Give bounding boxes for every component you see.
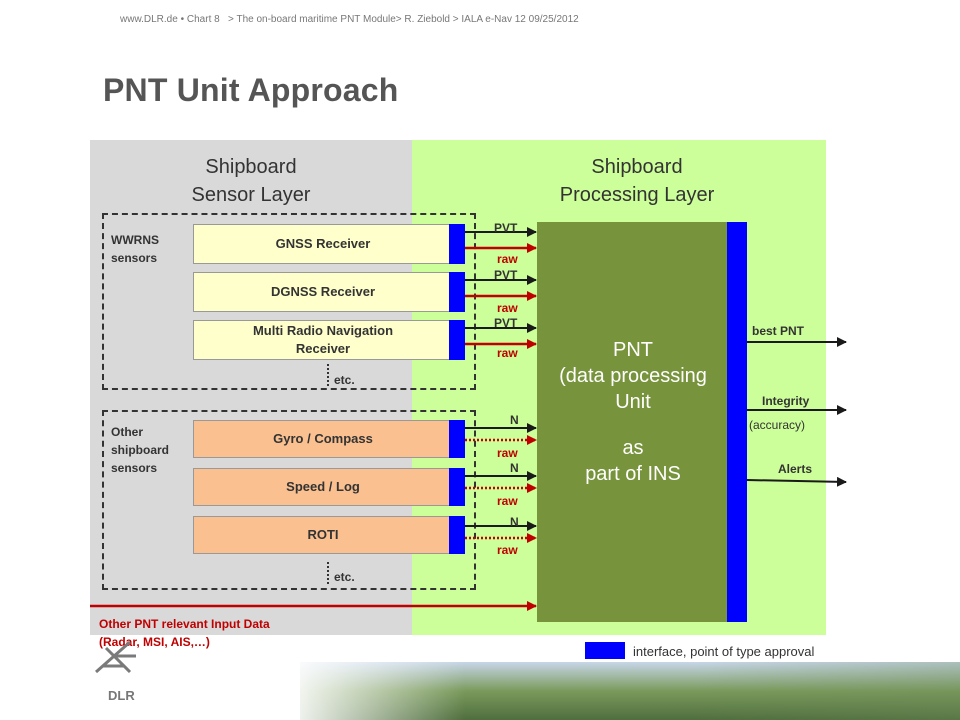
interface-marker bbox=[449, 420, 465, 458]
raw-label: raw bbox=[497, 494, 518, 508]
sensor-label-line2: Receiver bbox=[295, 341, 351, 356]
raw-label: raw bbox=[497, 301, 518, 315]
sensor-gyro-compass: Gyro / Compass bbox=[193, 420, 465, 458]
wwrns-etc-label: etc. bbox=[334, 373, 355, 387]
legend-label: interface, point of type approval bbox=[633, 644, 815, 659]
n-label: N bbox=[510, 461, 519, 475]
other-input-line1: Other PNT relevant Input Data bbox=[99, 617, 270, 631]
alerts-label: Alerts bbox=[778, 462, 813, 476]
processing-layer-title-line1: Shipboard bbox=[591, 156, 683, 178]
sensor-layer-title: Shipboard Sensor Layer bbox=[90, 153, 412, 209]
interface-marker bbox=[449, 272, 465, 312]
processing-layer-title: Shipboard Processing Layer bbox=[430, 153, 844, 209]
interface-marker bbox=[449, 468, 465, 506]
pnt-unit-box bbox=[537, 222, 729, 622]
header-breadcrumb: > The on-board maritime PNT Module> R. Z… bbox=[228, 14, 579, 25]
pnt-line1: PNT bbox=[613, 339, 653, 361]
best-pnt-label: best PNT bbox=[752, 324, 805, 338]
pnt-line2: (data processing bbox=[559, 365, 707, 387]
sensor-layer-title-line1: Shipboard bbox=[205, 156, 297, 178]
sensor-speed-log: Speed / Log bbox=[193, 468, 465, 506]
sensor-label: DGNSS Receiver bbox=[270, 284, 376, 299]
n-label: N bbox=[510, 413, 519, 427]
other-label-line1: Other bbox=[111, 425, 144, 439]
raw-label: raw bbox=[497, 446, 518, 460]
other-group-label: Other shipboard sensors bbox=[111, 423, 169, 477]
sensor-label: GNSS Receiver bbox=[275, 236, 371, 251]
raw-label: raw bbox=[497, 252, 518, 266]
interface-marker bbox=[449, 516, 465, 554]
other-label-line3: sensors bbox=[111, 461, 158, 475]
sensor-layer-title-line2: Sensor Layer bbox=[191, 184, 311, 206]
header-url: www.DLR.de bbox=[120, 14, 178, 25]
raw-label: raw bbox=[497, 346, 518, 360]
pnt-unit-label: PNT (data processing Unit as part of INS bbox=[537, 337, 729, 487]
accuracy-label: (accuracy) bbox=[749, 418, 806, 432]
pnt-interface-marker bbox=[727, 222, 747, 622]
header-chart: Chart 8 bbox=[186, 14, 220, 25]
page-title: PNT Unit Approach bbox=[103, 72, 399, 108]
integrity-label: Integrity bbox=[762, 394, 810, 408]
pvt-label: PVT bbox=[494, 221, 518, 235]
sensor-label: Gyro / Compass bbox=[273, 431, 373, 446]
other-etc-label: etc. bbox=[334, 570, 355, 584]
dlr-logo-text: DLR bbox=[108, 688, 135, 703]
n-label: N bbox=[510, 515, 519, 529]
interface-marker bbox=[449, 320, 465, 360]
sensor-gnss-receiver: GNSS Receiver bbox=[193, 224, 465, 264]
alerts-arrow bbox=[746, 476, 847, 487]
sensor-roti: ROTI bbox=[193, 516, 465, 554]
sensor-label: ROTI bbox=[307, 527, 339, 542]
wwrns-label-line1: WWRNS bbox=[111, 233, 159, 247]
sensor-dgnss-receiver: DGNSS Receiver bbox=[193, 272, 465, 312]
wwrns-group-label: WWRNS sensors bbox=[111, 231, 159, 267]
pvt-label: PVT bbox=[494, 316, 518, 330]
other-sensors-group-frame bbox=[102, 410, 476, 590]
legend-swatch bbox=[585, 642, 625, 659]
sensor-label-line1: Multi Radio Navigation bbox=[252, 323, 394, 338]
pnt-line4: as bbox=[622, 437, 644, 459]
wwrns-group-frame bbox=[102, 213, 476, 390]
dlr-logo-icon bbox=[95, 640, 136, 674]
pnt-line3: Unit bbox=[615, 391, 651, 413]
pvt-label: PVT bbox=[494, 268, 518, 282]
sensor-label: Speed / Log bbox=[286, 479, 360, 494]
raw-label: raw bbox=[497, 543, 518, 557]
other-label-line2: shipboard bbox=[111, 443, 170, 457]
header-separator: • bbox=[180, 14, 185, 25]
interface-marker bbox=[449, 224, 465, 264]
processing-layer-title-line2: Processing Layer bbox=[559, 184, 715, 206]
pnt-line5: part of INS bbox=[585, 463, 681, 485]
earth-map-strip bbox=[300, 662, 960, 720]
sensor-multi-radio-navigation-receiver: Multi Radio Navigation Receiver bbox=[193, 320, 465, 360]
wwrns-label-line2: sensors bbox=[111, 251, 158, 265]
slide-header: www.DLR.de • Chart 8 > The on-board mari… bbox=[120, 14, 579, 25]
